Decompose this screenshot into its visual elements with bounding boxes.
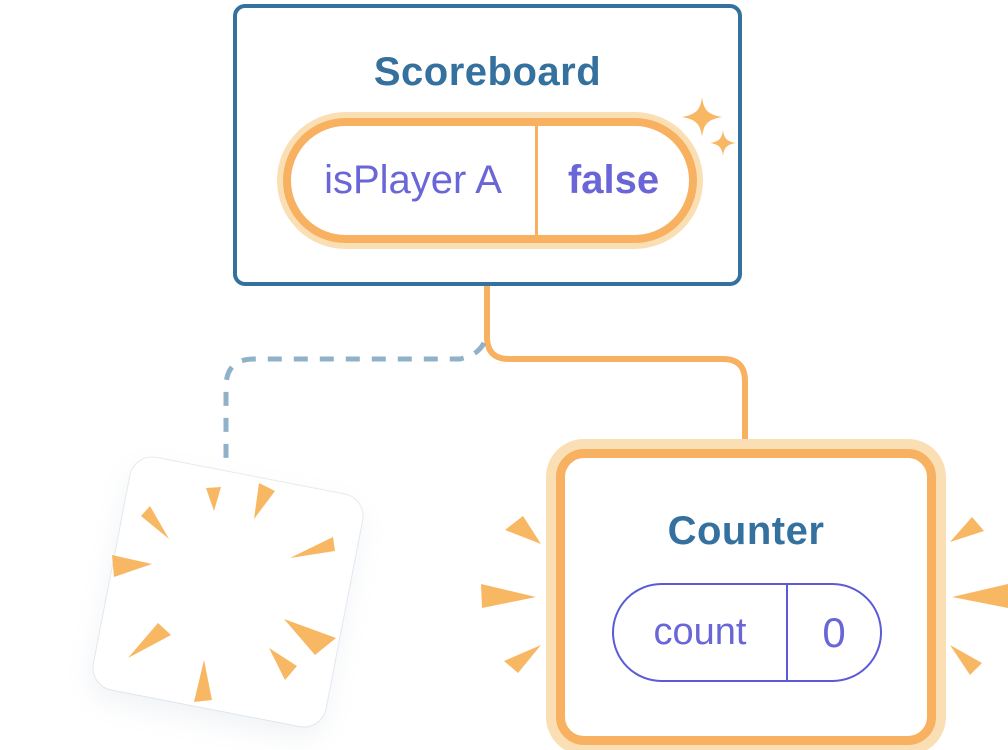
pill-divider xyxy=(786,585,788,680)
state-value: 0 xyxy=(822,608,846,656)
counter-title: Counter xyxy=(667,509,825,553)
counter-card: Counter count 0 xyxy=(556,449,936,745)
scoreboard-card: Scoreboard isPlayer A false xyxy=(233,4,742,286)
pill-divider xyxy=(535,126,538,235)
scoreboard-title: Scoreboard xyxy=(373,50,602,94)
connector-dashed xyxy=(223,341,487,460)
state-value: false xyxy=(567,158,660,202)
state-label: count xyxy=(653,611,747,653)
connector-solid xyxy=(484,286,748,455)
scoreboard-state-pill: isPlayer A false xyxy=(283,118,697,243)
counter-state-pill: count 0 xyxy=(612,583,882,682)
destroyed-component-card xyxy=(89,453,367,731)
state-label: isPlayer A xyxy=(324,158,502,202)
emphasis-right-icon xyxy=(950,517,1008,675)
emphasis-left-icon xyxy=(481,516,541,673)
